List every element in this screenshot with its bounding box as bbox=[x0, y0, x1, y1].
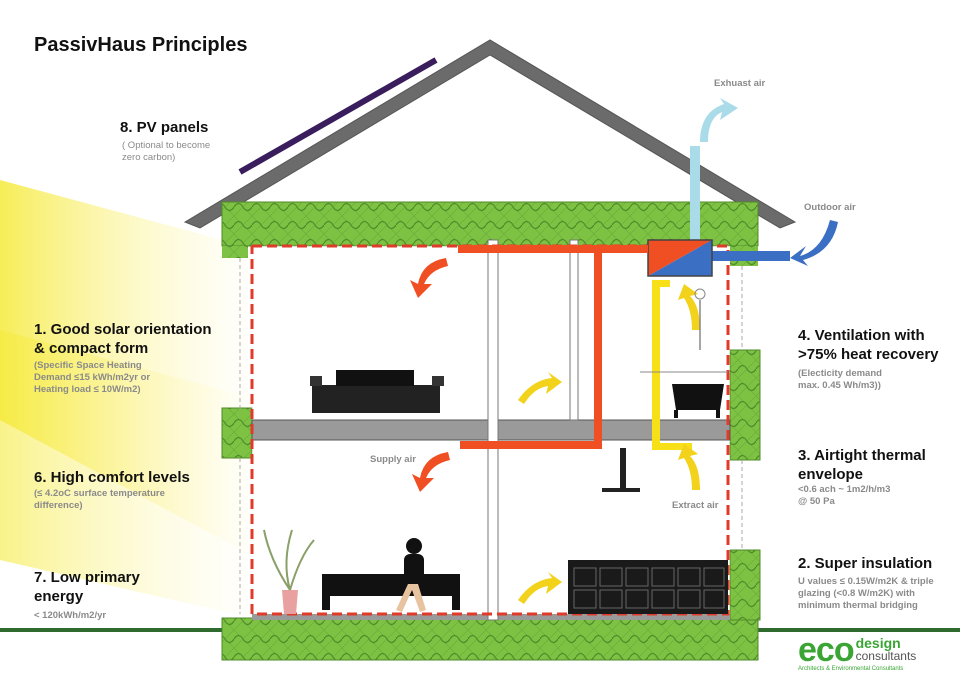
extract-duct-riser bbox=[652, 280, 660, 450]
supply-duct-lower bbox=[460, 441, 602, 449]
logo-eco: eco bbox=[798, 631, 855, 669]
roof bbox=[183, 39, 797, 229]
pv-panels-heading: 8. PV panels bbox=[120, 119, 209, 136]
comfort-levels-detail: (≤ 4.2oC surface temperature difference) bbox=[34, 488, 165, 511]
exhaust-duct bbox=[690, 146, 700, 246]
super-insulation-detail: U values ≤ 0.15W/m2K & triple glazing (<… bbox=[798, 576, 934, 611]
extract-arrow-bathroom bbox=[678, 284, 700, 330]
supply-duct-horizontal bbox=[458, 245, 648, 253]
extract-arrow-bedroom bbox=[518, 372, 562, 404]
solar-orientation-heading: 1. Good solar orientation & compact form bbox=[34, 321, 212, 357]
kitchen-units bbox=[568, 560, 728, 614]
right-wall-insulation-bottom bbox=[729, 549, 761, 621]
extract-duct-bottom bbox=[652, 443, 692, 450]
potted-plant bbox=[263, 529, 315, 614]
exhaust-air-arrow bbox=[700, 98, 738, 142]
primary-energy-detail: < 120kWh/m2/yr bbox=[34, 610, 107, 621]
airtight-heading: 3. Airtight thermal envelope bbox=[798, 447, 926, 483]
extract-arrow-living bbox=[518, 572, 562, 604]
side-table bbox=[602, 448, 640, 492]
page-title: PassivHaus Principles bbox=[34, 34, 248, 56]
mvhr-unit-cold bbox=[648, 240, 712, 276]
outdoor-air-arrow bbox=[790, 220, 838, 266]
supply-duct-riser bbox=[594, 253, 602, 449]
extract-arrow-kitchen bbox=[678, 444, 700, 490]
mvhr-unit-frame bbox=[647, 239, 713, 277]
ventilation-heading: 4. Ventilation with >75% heat recovery bbox=[798, 327, 939, 363]
extract-duct-top bbox=[652, 280, 670, 287]
outdoor-air-label: Outdoor air bbox=[804, 202, 856, 213]
pv-panels-detail: ( Optional to become zero carbon) bbox=[122, 140, 211, 163]
roof-insulation bbox=[221, 201, 759, 247]
bed bbox=[310, 370, 444, 413]
supply-arrow-lower bbox=[412, 452, 450, 492]
logo-design: design bbox=[855, 635, 901, 651]
bathtub bbox=[672, 288, 724, 418]
extract-air-label: Extract air bbox=[672, 500, 719, 511]
ground-slab-insulation bbox=[221, 617, 759, 661]
column-2 bbox=[569, 239, 579, 421]
left-wall-insulation-top bbox=[222, 246, 248, 258]
logo-consultants: consultants bbox=[855, 649, 917, 663]
seated-person bbox=[396, 538, 426, 612]
column-1 bbox=[487, 239, 499, 621]
pv-panel bbox=[238, 57, 438, 175]
sun-rays-lower bbox=[0, 330, 260, 620]
primary-energy-heading: 7. Low primary energy bbox=[34, 569, 140, 605]
outdoor-air-duct bbox=[712, 251, 790, 261]
supply-arrow-upper bbox=[410, 258, 448, 298]
comfort-levels-heading: 6. High comfort levels bbox=[34, 469, 190, 486]
left-wall-insulation-mid bbox=[221, 407, 253, 459]
exhaust-air-label: Exhuast air bbox=[714, 78, 766, 89]
ventilation-detail: (Electicity demand max. 0.45 Wh/m3)) bbox=[798, 368, 882, 391]
airtight-detail: <0.6 ach ~ 1m2/h/m3 @ 50 Pa bbox=[798, 484, 891, 507]
right-wall-insulation-mid bbox=[729, 349, 761, 461]
solar-orientation-detail: (Specific Space Heating Demand ≤15 kWh/m… bbox=[34, 360, 151, 395]
supply-air-label: Supply air bbox=[370, 454, 416, 465]
eco-design-logo: eco design consultants Architects & Envi… bbox=[798, 631, 938, 672]
sofa bbox=[322, 574, 460, 610]
super-insulation-heading: 2. Super insulation bbox=[798, 555, 933, 572]
logo-tagline: Architects & Environmental Consultants bbox=[798, 666, 904, 672]
